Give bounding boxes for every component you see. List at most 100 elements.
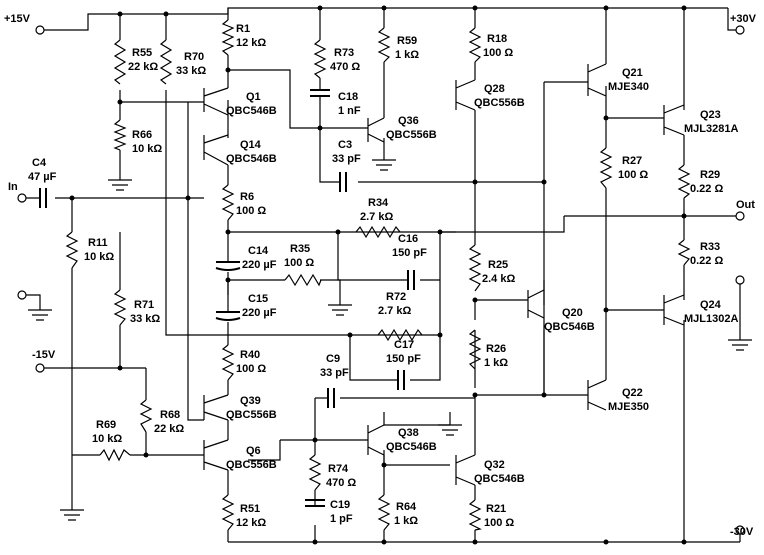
capacitor-ref: C15	[248, 293, 268, 305]
resistor-ref: R51	[240, 503, 260, 515]
capacitor-value: 33 pF	[332, 153, 361, 165]
resistor-ref: R70	[184, 51, 204, 63]
resistor-value: 1 kΩ	[484, 357, 508, 369]
resistor-value: 1 kΩ	[394, 515, 418, 527]
resistor-value: 1 kΩ	[395, 49, 419, 61]
transistor-part: QBC546B	[226, 105, 277, 117]
resistor-ref: R64	[396, 501, 417, 513]
resistor-value: 470 Ω	[330, 61, 360, 73]
capacitor-value: 33 pF	[320, 367, 349, 379]
capacitor-ref: C14	[248, 245, 269, 257]
transistor-part: QBC546B	[226, 153, 277, 165]
transistor-part: QBC556B	[226, 459, 277, 471]
resistor-bodies	[65, 19, 691, 531]
ground-symbols	[28, 159, 752, 521]
capacitor-ref: C18	[338, 91, 358, 103]
resistor-value: 100 Ω	[236, 205, 266, 217]
capacitor-value: 220 µF	[242, 307, 277, 319]
resistor-ref: R40	[240, 349, 260, 361]
transistor-ref: Q20	[562, 307, 583, 319]
resistor-ref: R21	[486, 503, 506, 515]
resistor-ref: R66	[132, 129, 152, 141]
capacitor-value: 1 nF	[338, 105, 361, 117]
resistor-value: 100 Ω	[618, 169, 648, 181]
capacitor-bodies	[39, 89, 415, 507]
resistor-value: 100 Ω	[236, 363, 266, 375]
transistor-ref: Q39	[240, 395, 261, 407]
resistor-value: 22 kΩ	[154, 423, 184, 435]
resistor-value: 33 kΩ	[130, 313, 160, 325]
transistor-bodies	[203, 63, 685, 486]
resistor-value: 12 kΩ	[236, 37, 266, 49]
rail-label-pos30: +30V	[730, 13, 757, 25]
transistor-part: QBC546B	[386, 441, 437, 453]
resistor-ref: R73	[334, 47, 354, 59]
capacitor-ref: C19	[330, 499, 350, 511]
resistor-value: 33 kΩ	[176, 65, 206, 77]
rail-label-neg30: -30V	[730, 526, 754, 538]
cap-leads	[227, 96, 321, 506]
input-label: In	[8, 181, 18, 193]
rail-label-neg15: -15V	[32, 349, 56, 361]
capacitor-value: 47 µF	[28, 171, 57, 183]
rail-label-pos15: +15V	[4, 13, 31, 25]
resistor-value: 0.22 Ω	[690, 255, 723, 267]
resistor-ref: R6	[240, 191, 254, 203]
resistor-value: 0.22 Ω	[690, 183, 723, 195]
resistor-value: 100 Ω	[483, 47, 513, 59]
resistor-ref: R34	[368, 197, 389, 209]
transistor-ref: Q32	[484, 459, 505, 471]
transistor-part: MJL1302A	[684, 313, 738, 325]
transistor-part: QBC556B	[226, 409, 277, 421]
resistor-value: 22 kΩ	[128, 61, 158, 73]
transistor-ref: Q22	[622, 387, 643, 399]
resistor-value: 10 kΩ	[132, 143, 162, 155]
capacitor-value: 220 µF	[242, 259, 277, 271]
transistor-part: QBC556B	[386, 129, 437, 141]
resistor-value: 2.4 kΩ	[482, 273, 515, 285]
resistor-ref: R55	[132, 47, 152, 59]
resistor-ref: R11	[88, 237, 108, 249]
resistor-ref: R25	[488, 259, 508, 271]
transistor-ref: Q23	[700, 109, 721, 121]
resistor-ref: R29	[700, 169, 720, 181]
transistor-part: QBC556B	[474, 97, 525, 109]
transistor-ref: Q14	[240, 139, 262, 151]
resistor-ref: R72	[386, 291, 406, 303]
capacitor-ref: C16	[398, 233, 418, 245]
transistor-ref: Q28	[484, 83, 505, 95]
resistor-value: 10 kΩ	[84, 251, 114, 263]
transistor-ref: Q38	[398, 427, 419, 439]
terminals	[17, 25, 745, 535]
resistor-ref: R1	[236, 23, 250, 35]
resistor-ref: R26	[486, 343, 506, 355]
resistor-ref: R74	[328, 463, 349, 475]
wires	[22, 7, 741, 543]
resistor-value: 100 Ω	[484, 517, 514, 529]
resistor-ref: R33	[700, 241, 720, 253]
resistor-value: 10 kΩ	[92, 433, 122, 445]
transistor-ref: Q1	[246, 91, 261, 103]
resistor-ref: R71	[134, 299, 154, 311]
resistor-value: 100 Ω	[284, 257, 314, 269]
resistor-ref: R59	[397, 35, 417, 47]
capacitor-value: 150 pF	[386, 353, 421, 365]
resistor-ref: R27	[622, 155, 642, 167]
resistor-value: 2.7 kΩ	[378, 305, 411, 317]
resistor-value: 470 Ω	[326, 477, 356, 489]
transistor-ref: Q21	[622, 67, 643, 79]
capacitor-ref: C4	[32, 157, 47, 169]
resistor-ref: R18	[487, 33, 507, 45]
capacitor-value: 1 pF	[330, 513, 353, 525]
transistor-ref: Q6	[246, 445, 261, 457]
transistor-part: QBC546B	[474, 473, 525, 485]
capacitor-ref: C17	[394, 339, 414, 351]
capacitor-ref: C3	[338, 139, 352, 151]
capacitor-ref: C9	[326, 353, 340, 365]
output-label: Out	[736, 199, 755, 211]
transistor-ref: Q24	[700, 299, 722, 311]
resistor-value: 2.7 kΩ	[360, 211, 393, 223]
resistor-value: 12 kΩ	[236, 517, 266, 529]
resistor-ref: R68	[160, 409, 180, 421]
